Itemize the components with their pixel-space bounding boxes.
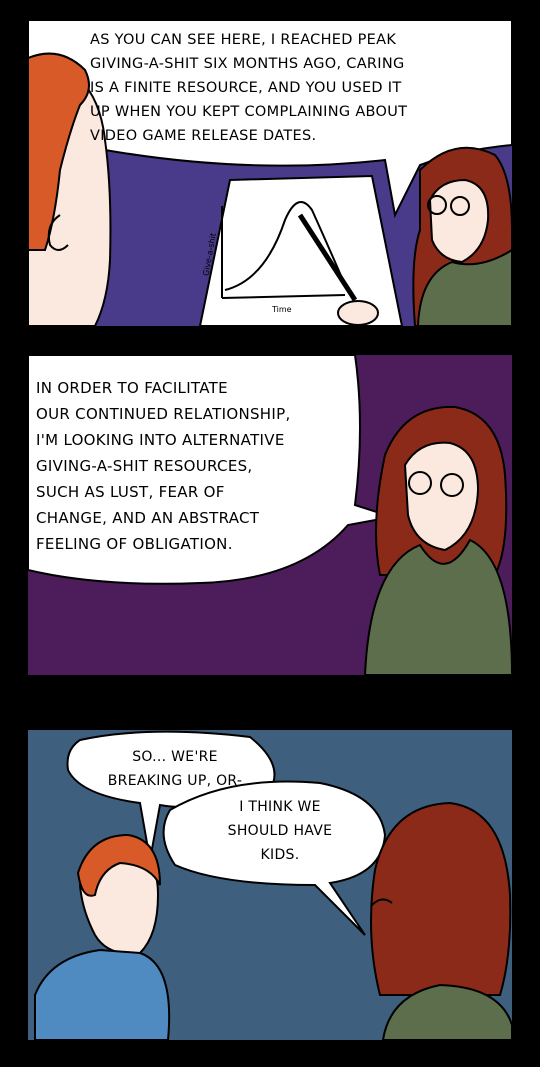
woman-sweater bbox=[416, 248, 513, 327]
woman-sweater bbox=[381, 983, 513, 1041]
panel-1-caption: AS YOU CAN SEE HERE, I REACHED PEAK GIVI… bbox=[90, 32, 408, 144]
woman-line: I THINK WE SHOULD HAVE KIDS. bbox=[227, 799, 333, 863]
woman-hand bbox=[337, 300, 379, 326]
comic-panel-2: IN ORDER TO FACILITATE OUR CONTINUED REL… bbox=[0, 345, 540, 695]
glasses-right bbox=[440, 473, 464, 497]
chart-x-axis bbox=[221, 294, 346, 299]
woman-speech-bubble bbox=[162, 780, 387, 936]
glasses-arm bbox=[371, 898, 393, 906]
glasses-left bbox=[427, 195, 447, 215]
pointer-stick bbox=[297, 213, 358, 302]
woman-face bbox=[403, 441, 480, 552]
panel-1-art bbox=[0, 0, 540, 345]
easel-board bbox=[198, 174, 404, 327]
glasses-right bbox=[450, 196, 470, 216]
speech-bubble-2 bbox=[27, 354, 393, 585]
man-hair bbox=[27, 52, 90, 251]
man-ear bbox=[47, 214, 69, 251]
man-line: SO... WE'RE BREAKING UP, OR- bbox=[107, 749, 243, 789]
panel-2-art bbox=[0, 345, 540, 695]
panel-2-caption: IN ORDER TO FACILITATE OUR CONTINUED REL… bbox=[36, 379, 291, 553]
panel-3-art bbox=[0, 695, 540, 1067]
man-hair bbox=[76, 833, 161, 897]
woman-sweater bbox=[363, 538, 514, 676]
comic-panel-3: SO... WE'RE BREAKING UP, OR- I THINK WE … bbox=[0, 695, 540, 1067]
woman-hair bbox=[370, 801, 512, 996]
chart-xlabel: Time bbox=[272, 305, 292, 314]
man-shirt bbox=[34, 948, 171, 1041]
comic-panel-1: AS YOU CAN SEE HERE, I REACHED PEAK GIVI… bbox=[0, 0, 540, 345]
chart-curve bbox=[224, 201, 346, 291]
glasses-left bbox=[408, 471, 432, 495]
